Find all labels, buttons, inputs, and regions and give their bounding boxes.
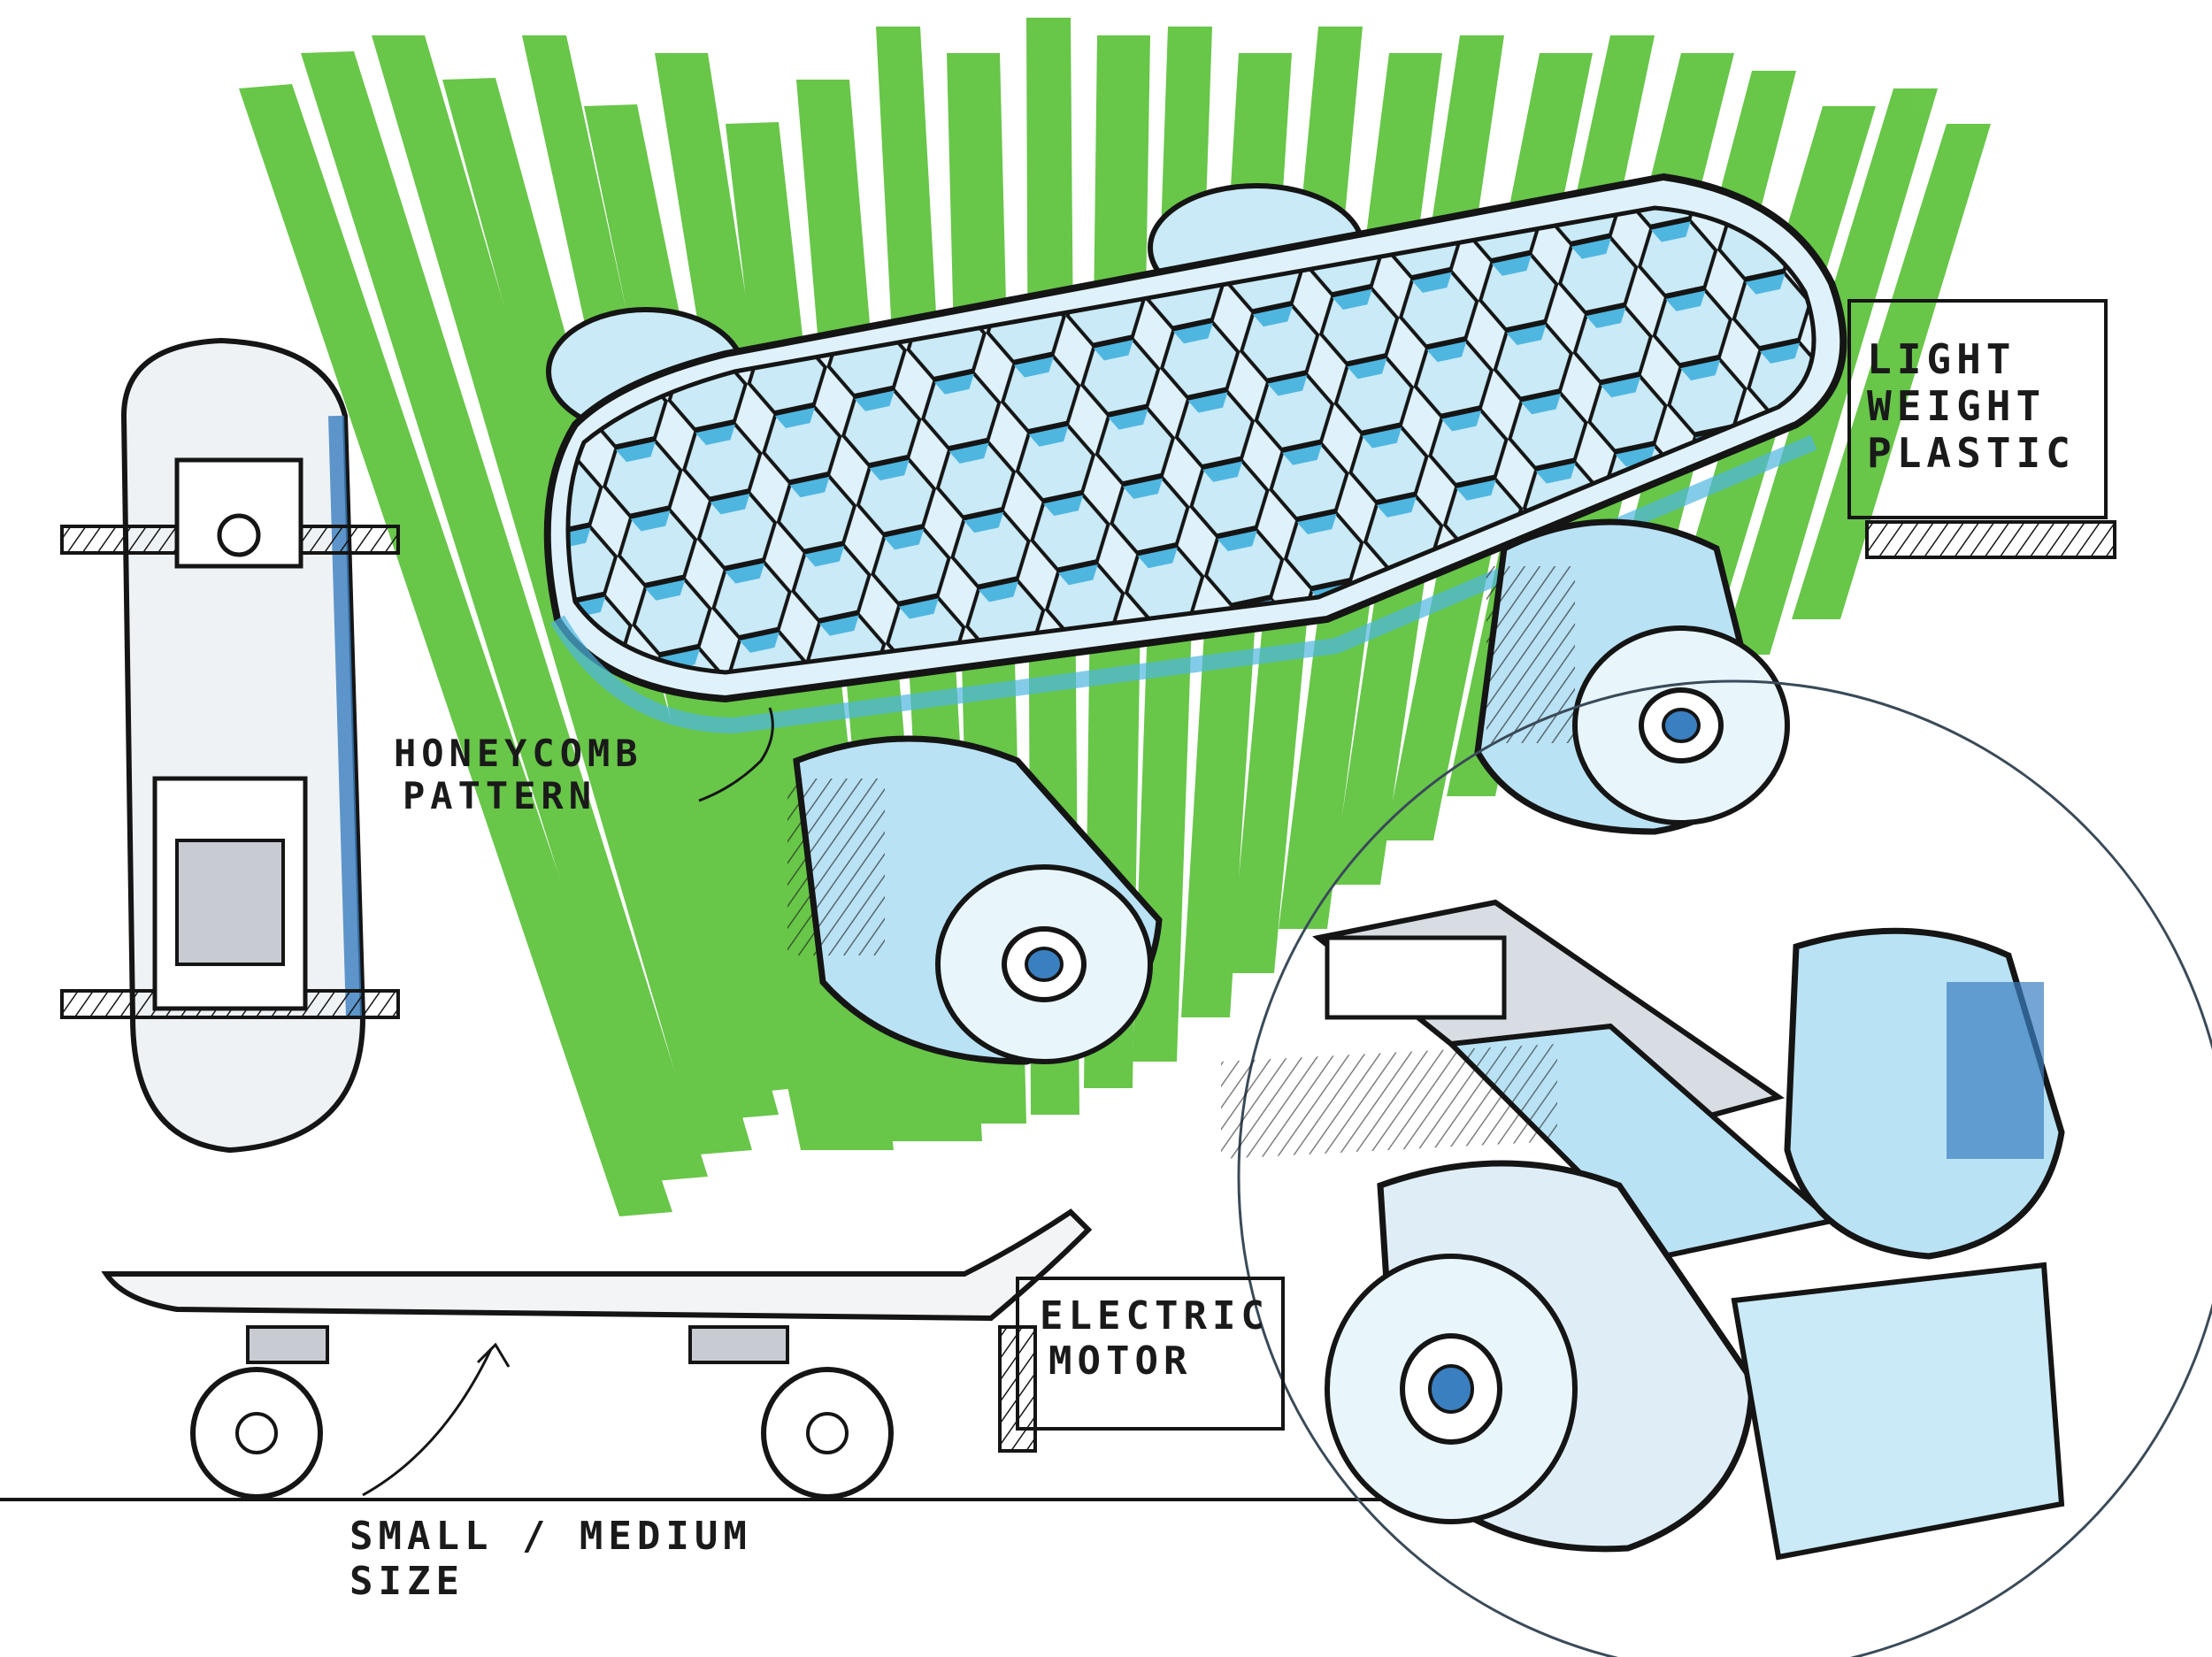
motor-detail-circle <box>1221 679 2212 1657</box>
main-deck-wheels <box>787 518 1790 1065</box>
honeycomb-leader-line <box>698 707 774 802</box>
electric-line-1: ELECTRIC <box>1040 1293 1270 1339</box>
side-view-board <box>0 1208 1504 1501</box>
light-weight-plastic-label: LIGHT WEIGHT PLASTIC <box>1867 336 2076 477</box>
label-frames <box>998 299 2116 1453</box>
honeycomb-pattern-label: HONEYCOMB PATTERN <box>394 732 643 818</box>
small-medium-size-label: SMALL / MEDIUM SIZE <box>349 1514 752 1604</box>
size-line-1: SMALL / MEDIUM <box>349 1514 752 1559</box>
light-line-3: PLASTIC <box>1867 428 2076 477</box>
top-view-board <box>60 337 400 1154</box>
light-line-2: WEIGHT <box>1867 381 2047 430</box>
electric-line-2: MOTOR <box>1048 1338 1193 1384</box>
main-skateboard-deck <box>543 173 1847 734</box>
light-line-1: LIGHT <box>1867 335 2016 383</box>
size-line-2: SIZE <box>349 1558 465 1604</box>
honey-line-2: PATTERN <box>403 774 597 818</box>
electric-motor-label: ELECTRIC MOTOR <box>1040 1293 1270 1384</box>
honey-line-1: HONEYCOMB <box>394 732 643 775</box>
